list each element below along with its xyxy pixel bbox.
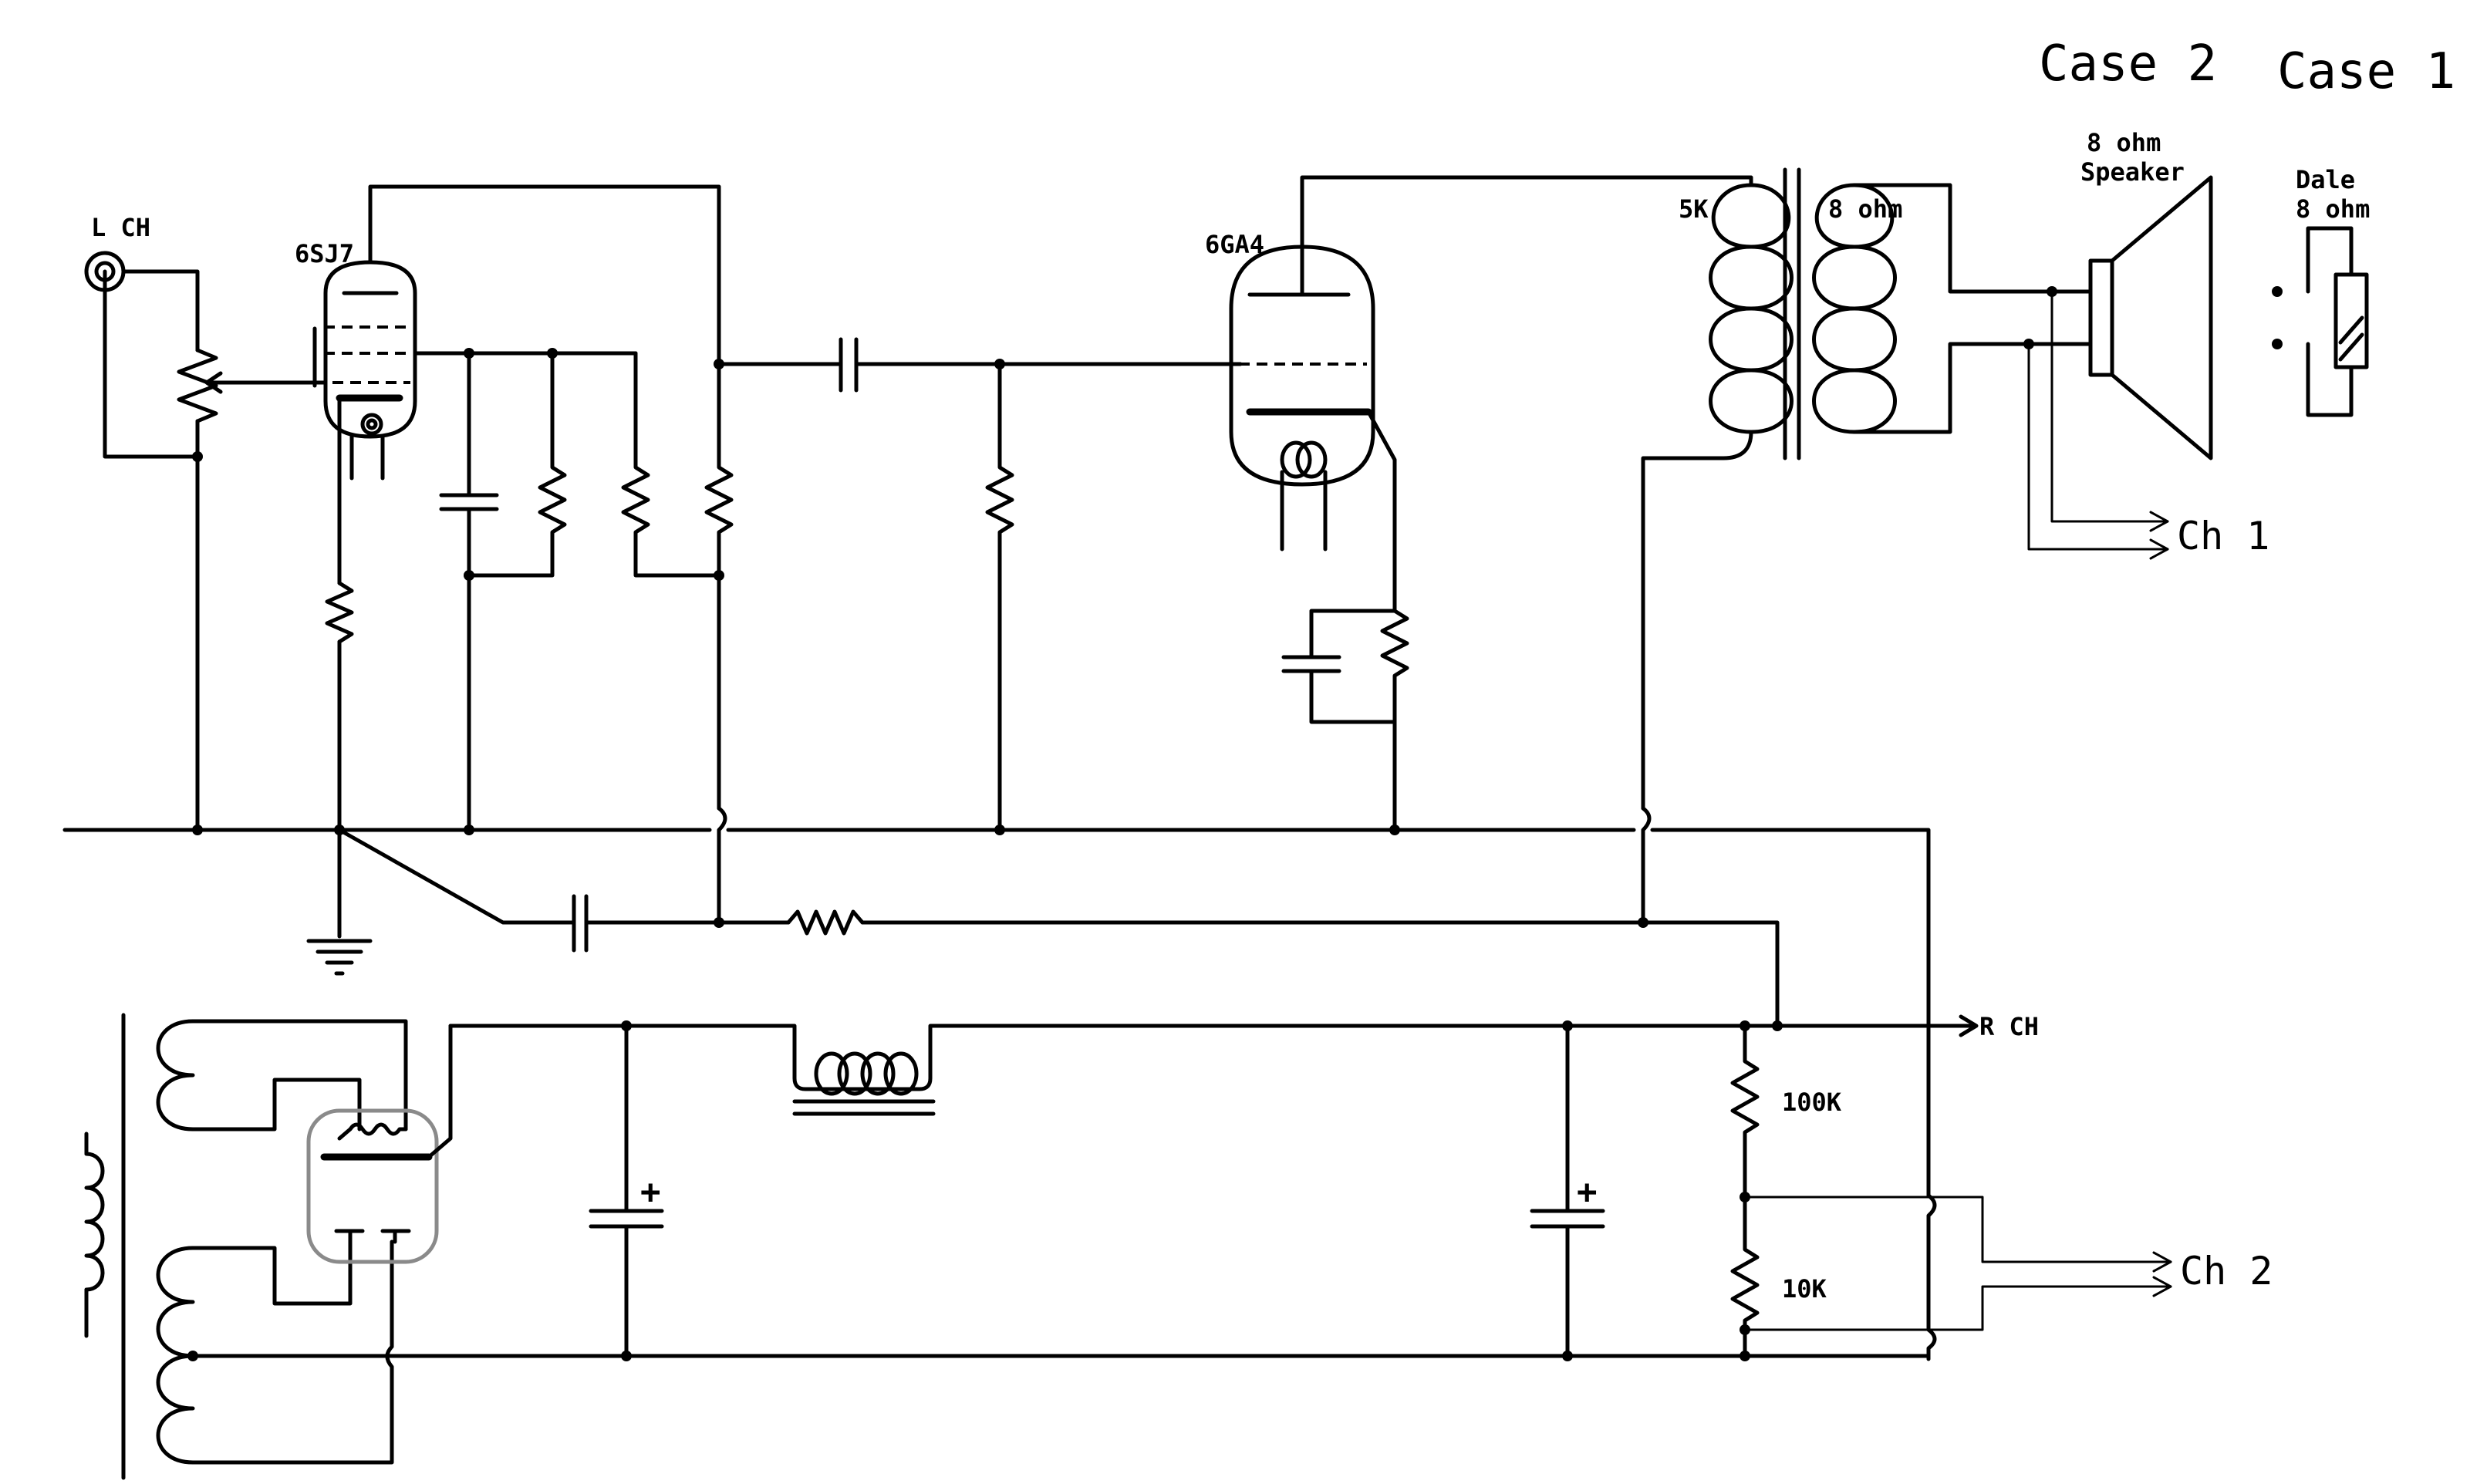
plate-wire-crossover	[717, 806, 727, 925]
case1-label: Case 1	[2277, 43, 2455, 100]
dale-label-line1: Dale	[2296, 165, 2355, 194]
output-transformer	[1709, 167, 1897, 460]
ch2-sense-wire-b	[1743, 1285, 2172, 1331]
dale-resistor	[2333, 272, 2369, 369]
6ga4-cathode-resistor	[1380, 609, 1409, 832]
ch2-arrow-a	[2152, 1251, 2172, 1273]
ot-secondary-bottom	[1852, 342, 2093, 434]
dropping-resistor	[786, 909, 865, 936]
ot-secondary-top	[1852, 183, 2093, 294]
ch2-sense-wire-a	[1743, 1196, 2172, 1263]
pot-wiper-arrow	[204, 371, 223, 394]
cap-plus-left: +	[640, 1172, 661, 1212]
right-channel-label: R CH	[1979, 1012, 2039, 1041]
cathode-resistor	[325, 581, 354, 644]
6sj7-plate-wire	[368, 184, 721, 366]
input-signal-wire	[121, 269, 200, 352]
ch1-sense-wire-b	[2027, 342, 2169, 551]
ch1-sense-wire-a	[2050, 290, 2169, 523]
ground-bus-right	[1650, 828, 1931, 1198]
volume-pot	[177, 348, 218, 423]
tube-6sj7	[312, 260, 417, 439]
ground-bus-crossover	[1926, 1193, 1937, 1332]
input-left-label: L CH	[91, 213, 150, 242]
junction-dots	[187, 348, 1783, 1361]
ground-symbol	[306, 939, 373, 976]
ground-bus-crossover-2	[1926, 1327, 1937, 1361]
tube-6ga4-label: 6GA4	[1205, 230, 1264, 259]
screen-resistor-2	[621, 351, 721, 578]
plate-resistor	[704, 362, 734, 811]
input-ground-wire	[103, 269, 200, 459]
grid-resistor	[985, 362, 1014, 832]
power-transformer-rectifier-winding	[156, 1019, 408, 1132]
dale-wire-top	[2306, 226, 2354, 294]
primary-label: 5K	[1679, 194, 1709, 224]
b-plus-wire-right	[860, 920, 1780, 1028]
screen-resistor-1	[467, 351, 567, 578]
dale-label-line2: 8 ohm	[2296, 194, 2370, 224]
voltage-divider	[1730, 1024, 1760, 1358]
6ga4-plate-wire	[1300, 175, 1753, 297]
tube-6sj7-label: 6SJ7	[295, 239, 354, 268]
6ga4-bypass-wire-top	[1309, 609, 1397, 659]
speaker-label-line1: 8 ohm	[2087, 128, 2161, 157]
6ga4-bypass-wire-bottom	[1309, 669, 1397, 724]
ch2-output-label: Ch 2	[2180, 1249, 2273, 1293]
6ga4-cathode-wire	[1366, 410, 1397, 613]
power-transformer-primary	[84, 1132, 105, 1338]
speaker-label-line2: Speaker	[2080, 157, 2185, 187]
tube-6ga4	[1229, 245, 1375, 487]
dale-terminal-top	[2272, 286, 2283, 297]
ch1-arrow-b	[2149, 538, 2169, 560]
filter-choke	[792, 1051, 936, 1116]
ch1-arrow-a	[2149, 511, 2169, 532]
dale-terminal-bottom	[2272, 339, 2283, 349]
resistor-100k-label: 100K	[1782, 1088, 1842, 1117]
hum-wire	[337, 828, 576, 925]
power-transformer-hv-winding	[156, 1239, 1931, 1358]
power-transformer-heater-winding	[156, 1239, 394, 1465]
dale-wire-bottom	[2306, 342, 2354, 417]
speaker	[2088, 175, 2213, 460]
ot-wire-crossover	[1641, 806, 1652, 925]
ch2-arrow-b	[2152, 1276, 2172, 1297]
cap-plus-right: +	[1577, 1172, 1598, 1212]
ch1-output-label: Ch 1	[2177, 514, 2269, 558]
resistor-10k-label: 10K	[1782, 1274, 1827, 1304]
right-channel-arrow	[1959, 1014, 1979, 1037]
ot-primary-b-plus-wire	[1641, 430, 1753, 811]
case2-label: Case 2	[2039, 35, 2217, 93]
rectifier-tube	[306, 1024, 453, 1264]
